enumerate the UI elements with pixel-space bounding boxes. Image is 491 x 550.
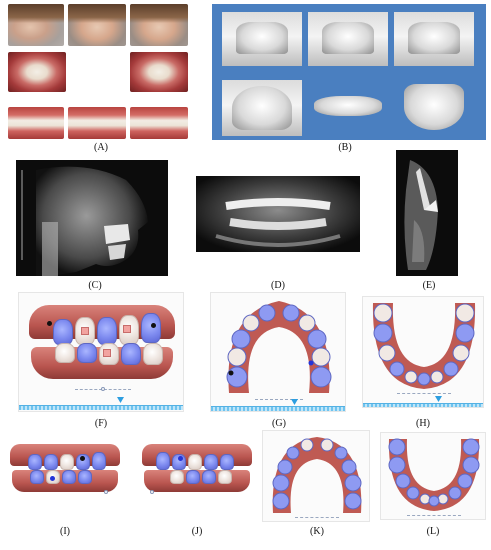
tooth (77, 343, 97, 363)
profile-face-photo (8, 4, 64, 46)
tooth (53, 319, 73, 345)
tooth (55, 343, 75, 363)
panel-label-g: (G) (272, 418, 286, 429)
timeline-knob[interactable] (117, 397, 124, 403)
attachment (81, 327, 89, 335)
smiling-face-photo (130, 4, 188, 46)
tooth (188, 454, 202, 470)
panel-label-c: (C) (88, 280, 102, 291)
tooth (97, 317, 117, 345)
tooth (204, 454, 218, 470)
scan-left-view (394, 12, 474, 66)
panel-i-right-lateral (6, 440, 124, 502)
lower-occlusal-photo (130, 52, 188, 92)
guide-line (295, 517, 339, 518)
left-buccal-photo (130, 107, 188, 139)
panel-d-panoramic (196, 176, 360, 252)
panel-label-d: (D) (271, 280, 285, 291)
tooth (78, 470, 92, 484)
panel-label-a: (A) (94, 142, 108, 153)
tooth (156, 452, 170, 470)
panel-g-upper-occlusal (210, 292, 346, 412)
panel-label-l: (L) (426, 526, 440, 537)
tooth (143, 343, 163, 365)
marker-dot (178, 456, 183, 461)
attachment (123, 325, 131, 333)
panel-label-k: (K) (310, 526, 324, 537)
tooth (92, 452, 106, 470)
guide-line (397, 393, 451, 394)
marker-dot (151, 323, 156, 328)
guide-line (407, 515, 461, 516)
panel-label-b: (B) (338, 142, 352, 153)
panel-label-i: (I) (60, 526, 70, 537)
marker-dot (47, 321, 52, 326)
panel-a-clinical-photos (4, 4, 189, 139)
right-buccal-photo (8, 107, 64, 139)
tooth (28, 454, 42, 470)
timeline-knob[interactable] (435, 396, 442, 402)
tooth (30, 470, 44, 484)
guide-handle[interactable] (104, 490, 108, 494)
panel-label-e: (E) (422, 280, 436, 291)
guide-handle[interactable] (150, 490, 154, 494)
upper-occlusal-photo (8, 52, 66, 92)
panel-c-cephalogram (16, 160, 168, 276)
tooth (76, 454, 90, 470)
panel-f-lateral-setup (18, 292, 184, 412)
attachment (103, 349, 111, 357)
marker-dot (80, 456, 85, 461)
marker-dot (50, 476, 55, 481)
scan-front-view (308, 12, 388, 66)
tooth (141, 313, 161, 343)
stage-timeline[interactable] (363, 403, 483, 407)
panel-label-j: (J) (191, 526, 203, 537)
stage-timeline[interactable] (211, 406, 345, 411)
panel-h-lower-occlusal (362, 296, 484, 408)
tooth (44, 454, 58, 470)
tooth (220, 454, 234, 470)
tooth (186, 470, 200, 484)
tooth (60, 454, 74, 470)
frontal-intraoral-photo (68, 107, 126, 139)
tooth (170, 470, 184, 484)
panel-b-digital-scans (212, 4, 486, 140)
timeline-knob[interactable] (291, 399, 298, 405)
tooth (121, 343, 141, 365)
tooth (202, 470, 216, 484)
scan-lower-arch (394, 80, 474, 136)
guide-line (255, 399, 303, 400)
scan-upper-arch (222, 80, 302, 136)
panel-label-h: (H) (416, 418, 430, 429)
panel-l-lower-aligner (380, 432, 486, 520)
panel-j-left-lateral (138, 440, 256, 502)
scan-posterior-view (308, 80, 388, 136)
panel-e-cbct-slice (396, 150, 458, 276)
scan-right-view (222, 12, 302, 66)
panel-label-f: (F) (94, 418, 108, 429)
tooth (62, 470, 76, 484)
frontal-face-photo (68, 4, 126, 46)
panel-k-upper-aligner (262, 430, 370, 522)
guide-handle[interactable] (101, 387, 105, 391)
stage-timeline[interactable] (19, 405, 183, 410)
tooth (218, 470, 232, 484)
